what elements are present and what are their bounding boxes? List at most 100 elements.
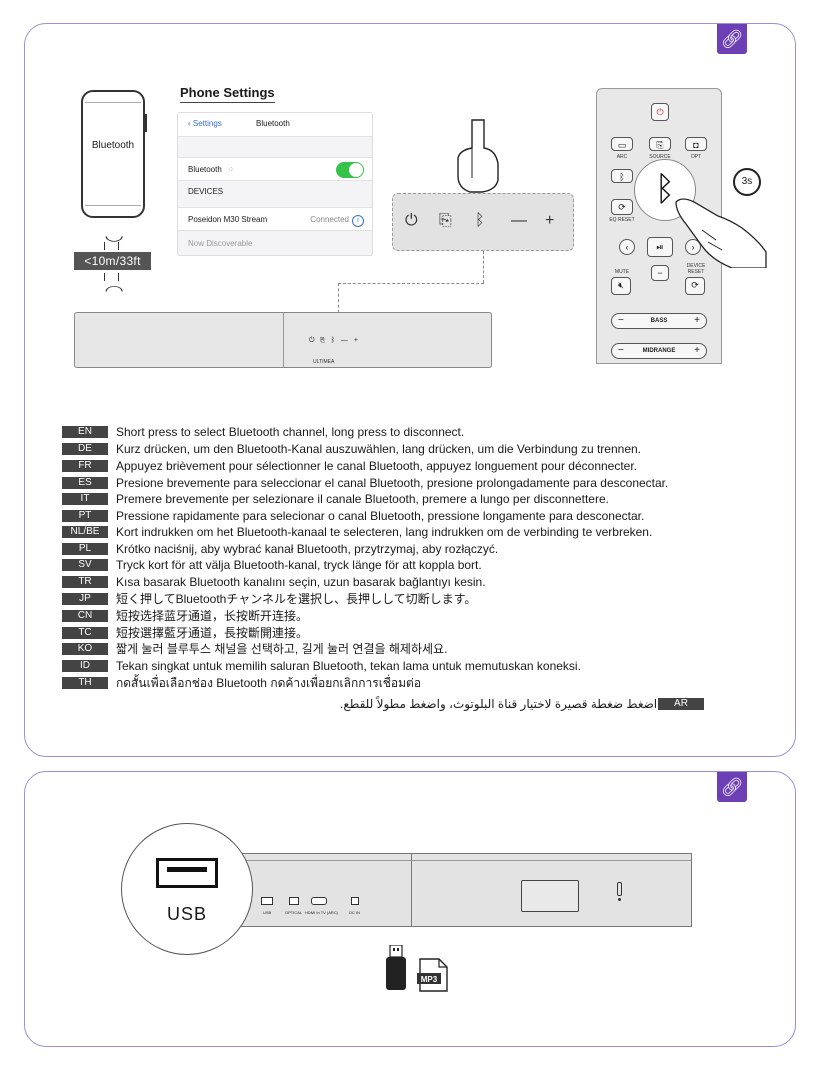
language-code: IT: [62, 493, 108, 505]
source-button-icon[interactable]: ⎘: [439, 212, 452, 229]
soundbar-illustration: ⏻⎘ᛒ—+ ULTIMEA: [74, 312, 492, 368]
info-icon[interactable]: i: [352, 215, 364, 227]
link-icon[interactable]: 🔗︎: [717, 24, 747, 54]
remote-mute-button[interactable]: 🔇︎: [611, 277, 631, 295]
connector-line: [483, 251, 484, 283]
instruction-text: Appuyez brièvement pour sélectionner le …: [116, 459, 638, 473]
instruction-text: Kort indrukken om het Bluetooth-kanaal t…: [116, 525, 653, 539]
bass-plus-icon[interactable]: +: [694, 315, 700, 326]
range-tick: [118, 242, 119, 250]
language-code: TC: [62, 627, 108, 639]
soundbar-mini-buttons: ⏻⎘ᛒ—+: [309, 337, 365, 344]
finger-press-icon: [457, 119, 499, 193]
instruction-text: Presione brevemente para seleccionar el …: [116, 476, 669, 490]
remote-next-button[interactable]: ›: [685, 239, 701, 255]
range-tick: [118, 273, 119, 281]
language-code: KO: [62, 643, 108, 655]
hand-press-icon: [675, 198, 767, 268]
remote-play-pause-button[interactable]: ⏯: [647, 237, 673, 257]
device-display: [521, 880, 579, 912]
soundbar-divider: [283, 313, 284, 367]
link-icon[interactable]: 🔗︎: [717, 772, 747, 802]
phone-screen: [85, 102, 141, 206]
volume-up-icon[interactable]: +: [545, 212, 555, 229]
device-name: Poseidon M30 Stream: [188, 215, 268, 224]
usb-flash-drive-icon: [386, 945, 406, 990]
device-divider: [411, 854, 412, 926]
language-code: PL: [62, 543, 108, 555]
remote-device-reset-button[interactable]: ⟳: [685, 277, 705, 295]
language-code: NL/BE: [62, 526, 108, 538]
remote-midrange-bar[interactable]: − MIDRANGE +: [611, 343, 707, 359]
bluetooth-toggle[interactable]: [336, 162, 364, 178]
signal-wave-icon: ◡: [104, 227, 124, 243]
soundbar-brand: ULTIMEA: [313, 359, 335, 365]
phone-side-button: [145, 114, 147, 132]
remote-power-button[interactable]: ⏻: [651, 103, 669, 121]
language-code: DE: [62, 443, 108, 455]
usb-port-large-icon: [156, 858, 218, 888]
remote-label-device-reset: DEVICE RESET: [686, 263, 706, 275]
status-led-icon: [617, 882, 622, 896]
soundbar-button-panel: ⏻ ⎘ ᛒ — +: [392, 193, 574, 251]
language-code: PT: [62, 510, 108, 522]
signal-wave-icon: ◠: [104, 282, 124, 298]
remote-arc-button[interactable]: ▭: [611, 137, 633, 151]
power-button-icon[interactable]: ⏻: [405, 212, 418, 229]
ir-sensor-icon: [618, 898, 621, 901]
instruction-text-arabic: اضغط ضغطة قصيرة لاختيار قناة البلوتوث، و…: [340, 697, 658, 711]
remote-volume-down-button[interactable]: −: [651, 265, 669, 281]
instruction-text: Kısa basarak Bluetooth kanalını seçin, u…: [116, 575, 486, 589]
remote-bluetooth-button[interactable]: ᛒ: [611, 169, 633, 183]
midrange-plus-icon[interactable]: +: [694, 345, 700, 356]
instruction-text: Premere brevemente per selezionare il ca…: [116, 492, 609, 506]
port-label-hdmi: HDMI In TV (ARC): [305, 910, 339, 915]
remote-bass-bar[interactable]: − BASS +: [611, 313, 707, 329]
bass-minus-icon[interactable]: −: [618, 315, 624, 326]
hdmi-port-icon: [311, 897, 327, 905]
instruction-text: Tekan singkat untuk memilih saluran Blue…: [116, 659, 581, 673]
device-top-strip: [225, 854, 691, 861]
instruction-text: 짧게 눌러 블루투스 채널을 선택하고, 길게 눌러 연결을 해제하세요.: [116, 642, 448, 656]
remote-eq-button[interactable]: ⟳: [611, 199, 633, 215]
remote-label-arc: ARC: [616, 154, 628, 160]
range-tick: [104, 242, 105, 250]
dc-in-port-icon: [351, 897, 359, 905]
remote-midrange-label: MIDRANGE: [642, 348, 676, 354]
instruction-text: 短按選擇藍牙通道，長按斷開連接。: [116, 626, 309, 640]
language-code: TH: [62, 677, 108, 689]
remote-label-source: SOURCE: [649, 154, 671, 160]
range-badge: <10m/33ft: [74, 252, 151, 270]
midrange-minus-icon[interactable]: −: [618, 345, 624, 356]
bluetooth-settings-screen: ‹ Settings Bluetooth Bluetooth ⁘ DEVICES…: [177, 112, 373, 256]
optical-port-icon: [289, 897, 299, 905]
devices-section-header: DEVICES: [188, 187, 224, 196]
instruction-text: 短く押してBluetoothチャンネルを選択し、長押しして切断します。: [116, 592, 477, 606]
connector-line: [338, 283, 339, 313]
remote-opt-button[interactable]: ◘: [685, 137, 707, 151]
volume-down-icon[interactable]: —: [511, 212, 527, 229]
remote-source-button[interactable]: ⎘: [649, 137, 671, 151]
usb-label: USB: [166, 904, 207, 924]
settings-header: Bluetooth: [256, 119, 290, 128]
settings-back-link[interactable]: Settings: [192, 119, 222, 128]
back-chevron-icon[interactable]: ‹: [188, 119, 193, 128]
remote-prev-button[interactable]: ‹: [619, 239, 635, 255]
language-code: ID: [62, 660, 108, 672]
instruction-text: Pressione rapidamente para selecionar o …: [116, 509, 645, 523]
remote-label-eq: EQ RESET: [609, 217, 635, 223]
mp3-label: MP3: [421, 975, 438, 984]
mp3-file-icon: MP3: [417, 958, 448, 992]
phone-bluetooth-label: Bluetooth: [91, 140, 135, 151]
soundbar-rear-panel: USB OPTICAL HDMI In TV (ARC) DC IN: [224, 853, 692, 927]
bluetooth-button-icon[interactable]: ᛒ: [475, 212, 485, 229]
language-code: JP: [62, 593, 108, 605]
instruction-text: Kurz drücken, um den Bluetooth-Kanal aus…: [116, 442, 641, 456]
range-tick: [104, 273, 105, 281]
settings-nav-bar: ‹ Settings Bluetooth: [178, 113, 372, 137]
discoverable-note: Now Discoverable: [188, 239, 253, 248]
language-code: ES: [62, 477, 108, 489]
hold-timer-icon: 3s: [733, 168, 761, 196]
instruction-text: กดสั้นเพื่อเลือกช่อง Bluetooth กดค้างเพื…: [116, 676, 422, 690]
